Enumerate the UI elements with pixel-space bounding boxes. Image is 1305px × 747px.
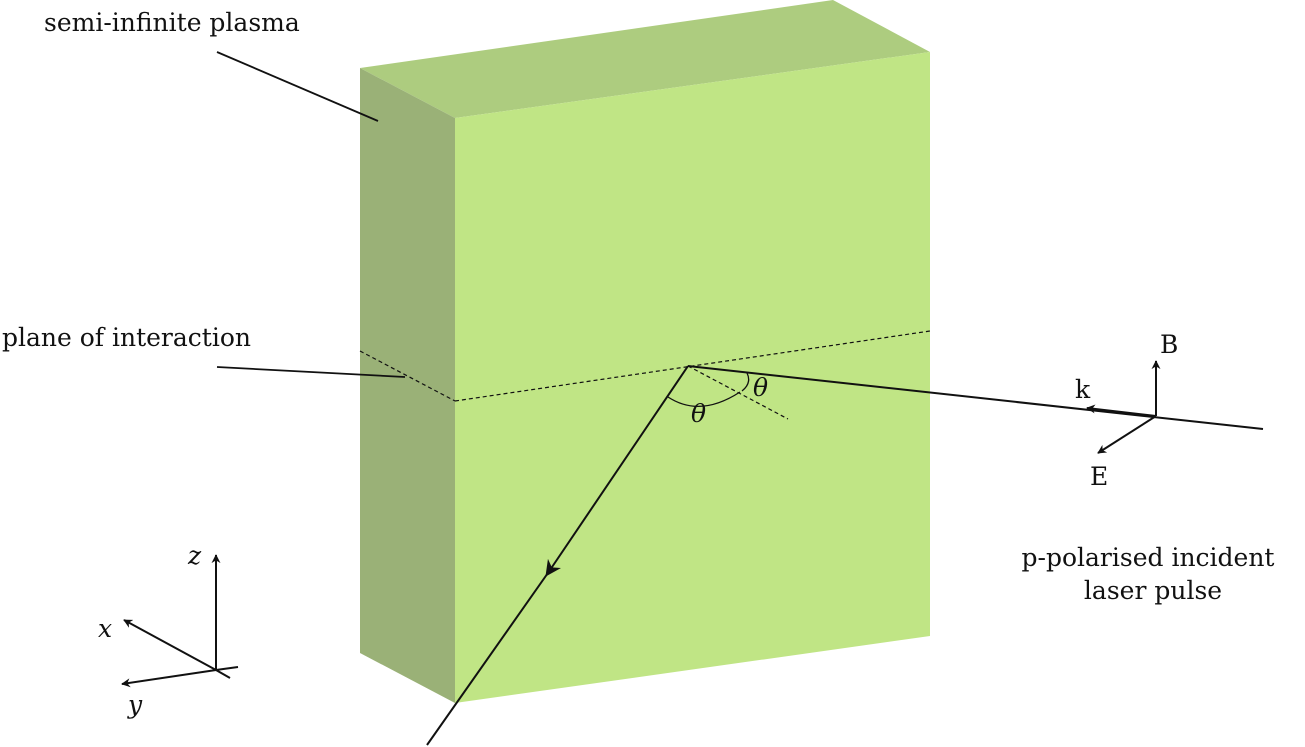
y-axis-arrow xyxy=(121,669,217,688)
x-axis-label: x xyxy=(98,614,112,643)
e-label: E xyxy=(1090,462,1108,491)
z-axis-label: z xyxy=(187,541,202,570)
plane-side-dash xyxy=(359,350,456,402)
reflection-angle-arc xyxy=(667,391,741,407)
y-axis-tail xyxy=(215,666,239,671)
x-axis-tail xyxy=(215,669,231,679)
field-vectors xyxy=(1086,360,1161,454)
plane-label: plane of interaction xyxy=(2,323,251,352)
theta-reflection-label: θ xyxy=(691,399,706,428)
b-label: B xyxy=(1160,330,1178,359)
x-axis-arrow xyxy=(123,619,217,671)
y-axis-label: y xyxy=(127,690,143,719)
coordinate-axes xyxy=(121,554,239,688)
e-vector-arrow xyxy=(1097,415,1157,454)
plasma-block xyxy=(360,0,930,703)
leader-lines xyxy=(216,51,406,378)
reflected-ray xyxy=(426,365,689,746)
plane-leader-line xyxy=(216,366,406,378)
plasma-side-face xyxy=(360,68,455,703)
k-label: k xyxy=(1075,375,1091,404)
plasma-label: semi-infinite plasma xyxy=(44,8,300,37)
pulse-label-line2: laser pulse xyxy=(1084,576,1222,605)
k-vector-arrow xyxy=(1086,404,1157,417)
plasma-top-face xyxy=(360,0,930,118)
plasma-leader-line xyxy=(216,51,379,122)
theta-incidence-label: θ xyxy=(753,373,768,402)
pulse-label-line1: p-polarised incident xyxy=(1022,543,1275,572)
incidence-angle-arc xyxy=(741,372,750,392)
surface-normal-dash xyxy=(687,365,789,420)
plasma-front-face xyxy=(455,52,930,703)
angle-arcs xyxy=(667,372,750,407)
incident-ray xyxy=(687,365,1264,430)
laser-rays xyxy=(426,365,1264,746)
